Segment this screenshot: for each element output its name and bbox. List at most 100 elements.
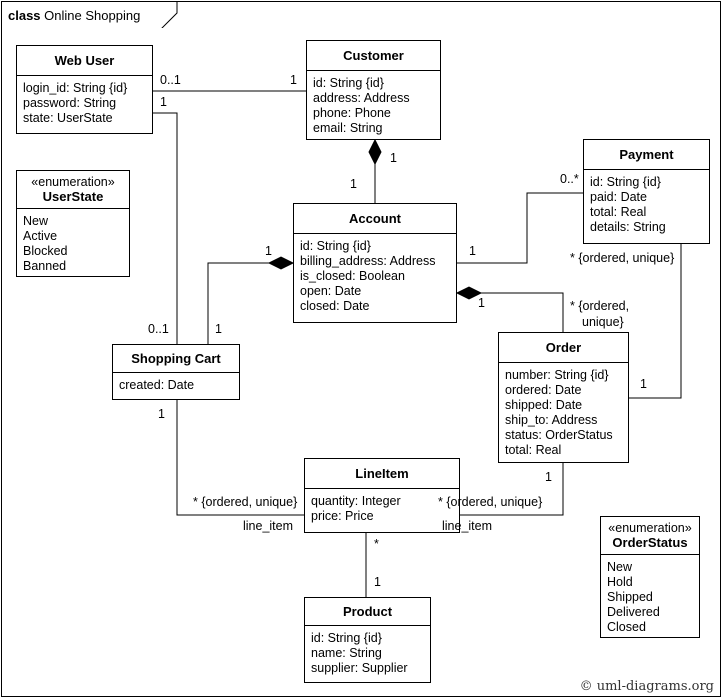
multiplicity-label: 1 — [290, 73, 297, 87]
literal-list: New Active Blocked Banned — [17, 209, 129, 279]
composition-diamond-customer — [368, 138, 382, 166]
stereotype: «enumeration» — [608, 521, 692, 535]
attribute: open: Date — [300, 284, 362, 298]
class-product[interactable]: Product id: String {id} name: String sup… — [304, 597, 431, 683]
multiplicity-label: 1 — [265, 244, 272, 258]
attribute: ordered: Date — [505, 383, 582, 397]
multiplicity-label: 0..1 — [148, 322, 169, 336]
attribute: id: String {id} — [590, 175, 661, 189]
attribute: state: UserState — [23, 111, 113, 125]
attribute: login_id: String {id} — [23, 81, 128, 95]
class-name: Web User — [17, 46, 152, 76]
role-label: line_item — [442, 519, 493, 533]
assoc-webuser-cart — [153, 112, 178, 344]
attribute: closed: Date — [300, 299, 370, 313]
class-customer[interactable]: Customer id: String {id} address: Addres… — [306, 40, 441, 140]
attribute: status: OrderStatus — [505, 428, 613, 442]
attribute: price: Price — [311, 509, 374, 523]
comp-account-order — [457, 292, 564, 332]
frame-tab — [161, 1, 178, 28]
attribute: id: String {id} — [313, 76, 384, 90]
multiplicity-label: 1 — [374, 575, 381, 589]
assoc-cart-lineitem — [176, 400, 304, 516]
multiplicity-label: 1 — [160, 95, 167, 109]
attribute: id: String {id} — [300, 239, 371, 253]
literal-list: New Hold Shipped Delivered Closed — [601, 555, 699, 640]
attribute-list: id: String {id} paid: Date total: Real d… — [584, 170, 709, 240]
assoc-order-lineitem — [460, 463, 564, 516]
class-web-user[interactable]: Web User login_id: String {id} password:… — [16, 45, 153, 134]
assoc-account-payment — [457, 192, 583, 264]
attribute: total: Real — [590, 205, 647, 219]
composition-diamond-account-cart — [267, 256, 295, 270]
literal: Hold — [607, 575, 633, 589]
attribute-list: id: String {id} billing_address: Address… — [294, 234, 456, 319]
class-account[interactable]: Account id: String {id} billing_address:… — [293, 203, 457, 323]
multiplicity-label: * {ordered, unique} — [438, 495, 543, 509]
attribute: phone: Phone — [313, 106, 391, 120]
literal: Delivered — [607, 605, 660, 619]
composition-diamond-account-order — [455, 286, 483, 300]
diagram-kind: class — [8, 8, 41, 23]
class-shopping-cart[interactable]: Shopping Cart created: Date — [112, 344, 240, 400]
attribute: ship_to: Address — [505, 413, 598, 427]
attribute: password: String — [23, 96, 117, 110]
multiplicity-label: 1 — [215, 322, 222, 336]
diagram-title: class Online Shopping — [8, 8, 140, 23]
class-name-compartment: «enumeration» OrderStatus — [601, 517, 699, 555]
enum-user-state[interactable]: «enumeration» UserState New Active Block… — [16, 170, 130, 277]
class-name: OrderStatus — [612, 535, 688, 550]
attribute: paid: Date — [590, 190, 647, 204]
class-name: Product — [305, 598, 430, 626]
attribute: supplier: Supplier — [311, 661, 408, 675]
class-line-item[interactable]: LineItem quantity: Integer price: Price — [304, 458, 460, 533]
attribute-list: login_id: String {id} password: String s… — [17, 76, 152, 131]
class-name: Order — [499, 333, 628, 363]
class-order[interactable]: Order number: String {id} ordered: Date … — [498, 332, 629, 463]
literal: Active — [23, 229, 58, 243]
diagram-name: Online Shopping — [44, 8, 141, 23]
multiplicity-label: unique} — [582, 315, 624, 329]
enum-order-status[interactable]: «enumeration» OrderStatus New Hold Shipp… — [600, 516, 700, 638]
class-name: Shopping Cart — [113, 345, 239, 373]
assoc-payment-order — [629, 244, 682, 399]
attribute: details: String — [590, 220, 666, 234]
literal: Blocked — [23, 244, 68, 258]
multiplicity-label: 1 — [350, 177, 357, 191]
literal: Banned — [23, 259, 67, 273]
attribute: email: String — [313, 121, 383, 135]
attribute: billing_address: Address — [300, 254, 436, 268]
attribute-list: quantity: Integer price: Price — [305, 489, 459, 529]
class-name: Account — [294, 204, 456, 234]
attribute: shipped: Date — [505, 398, 583, 412]
multiplicity-label: 1 — [478, 296, 485, 310]
attribute: quantity: Integer — [311, 494, 401, 508]
multiplicity-label: * {ordered, unique} — [193, 495, 298, 509]
multiplicity-label: * {ordered, — [570, 299, 630, 313]
attribute: is_closed: Boolean — [300, 269, 405, 283]
multiplicity-label: 1 — [469, 244, 476, 258]
literal: Closed — [607, 620, 646, 634]
multiplicity-label: 1 — [390, 151, 397, 165]
comp-account-cart — [207, 262, 293, 344]
class-name: Payment — [584, 140, 709, 170]
attribute-list: created: Date — [113, 373, 239, 398]
literal: Shipped — [607, 590, 653, 604]
class-name: Customer — [307, 41, 440, 71]
multiplicity-label: * — [374, 537, 379, 551]
stereotype: «enumeration» — [31, 175, 115, 189]
multiplicity-label: 1 — [158, 407, 165, 421]
role-label: line_item — [243, 519, 294, 533]
attribute: created: Date — [119, 378, 195, 392]
attribute: id: String {id} — [311, 631, 382, 645]
attribute-list: id: String {id} name: String supplier: S… — [305, 626, 430, 681]
multiplicity-label: 0..1 — [160, 73, 181, 87]
attribute: address: Address — [313, 91, 410, 105]
class-payment[interactable]: Payment id: String {id} paid: Date total… — [583, 139, 710, 244]
literal: New — [23, 214, 49, 228]
multiplicity-label: 0..* — [560, 172, 579, 186]
literal: New — [607, 560, 633, 574]
